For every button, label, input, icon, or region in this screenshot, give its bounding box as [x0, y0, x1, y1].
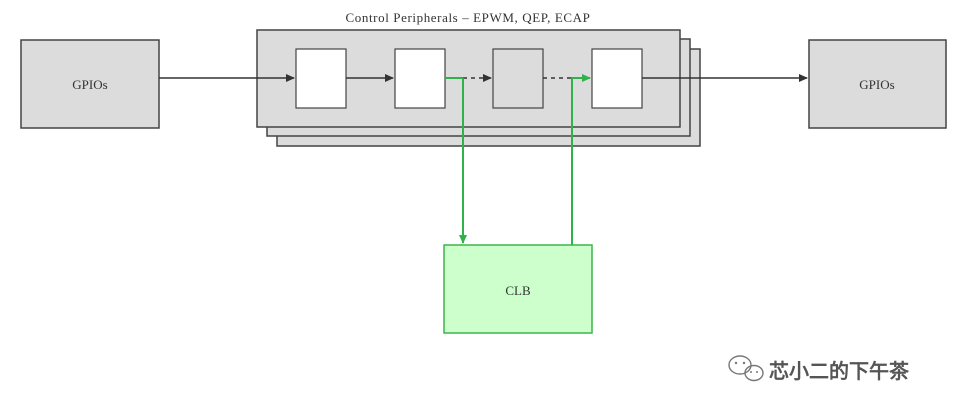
clb-block: CLB: [443, 244, 593, 334]
left-gpio-label: GPIOs: [72, 77, 107, 92]
watermark-text: 芯小二的下午茶: [769, 359, 910, 383]
stage-box-1: [295, 48, 347, 109]
right-gpio-label: GPIOs: [859, 77, 894, 92]
stage-box-2: [394, 48, 446, 109]
wechat-icon: [728, 355, 764, 382]
green-arrow-from-clb: [571, 74, 591, 245]
clb-label: CLB: [505, 283, 531, 298]
stage-box-4: [591, 48, 643, 109]
stage-box-3: [492, 48, 544, 109]
left-gpio-block: GPIOs: [20, 39, 160, 129]
watermark: 芯小二的下午茶: [728, 355, 910, 383]
diagram-title: Control Peripherals – EPWM, QEP, ECAP: [345, 10, 590, 25]
right-gpio-block: GPIOs: [808, 39, 947, 129]
